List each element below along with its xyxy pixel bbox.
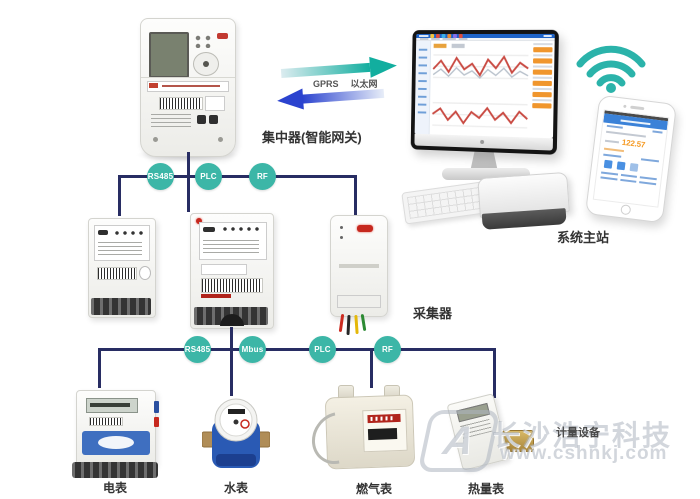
bus2-node-mbus: Mbus [239, 336, 266, 363]
uplink-arrow [280, 56, 397, 79]
concentrator-port1 [197, 115, 206, 124]
collector3-connector [337, 295, 381, 308]
electric-meter [76, 390, 159, 466]
collector3-dot2 [340, 236, 343, 239]
mobile-phone: 122.57 [584, 94, 678, 224]
concentrator-seam [141, 77, 235, 78]
downlink-arrow [277, 88, 385, 110]
electric-meter-label: 电表 [103, 481, 128, 495]
water-meter [202, 398, 270, 468]
metering-devices-label: 计量设备 [556, 427, 600, 439]
server-box [477, 171, 570, 232]
collector3-red-indicator [357, 225, 373, 232]
collector-module [330, 215, 388, 317]
electric-meter-blue-button [154, 401, 159, 413]
wifi-icon [576, 45, 646, 93]
dashboard-charts [430, 40, 532, 139]
concentrator-label-strip [147, 81, 229, 92]
concentrator-label: 集中器(智能网关) [262, 130, 362, 145]
concentrator-red-button [217, 33, 228, 39]
wire-yellow [354, 314, 359, 335]
phone-screen: 122.57 [592, 109, 670, 208]
concentrator-meter-window [205, 96, 225, 111]
bus2-node-plc: PLC [309, 336, 336, 363]
electric-meter-lcd [86, 398, 138, 413]
bus1-drop-right [354, 175, 357, 215]
electric-meter-red-button [154, 417, 159, 427]
gas-meter-lcd [367, 428, 398, 441]
heat-meter [436, 393, 546, 474]
electric-meter-cover [82, 431, 150, 455]
collector2-text [203, 237, 259, 253]
dashboard-chart-svg [430, 43, 532, 138]
collector1-barcode [97, 267, 137, 280]
electric-meter-terminal [72, 462, 158, 478]
collector-label: 采集器 [413, 306, 453, 321]
dashboard-ui [414, 33, 555, 139]
dashboard-sidebar [414, 40, 432, 139]
electric-meter-barcode [89, 417, 123, 426]
heat-meter-text [459, 417, 493, 439]
gprs-label: GPRS [313, 79, 339, 89]
collector1-text [98, 239, 142, 255]
bus1-line [118, 175, 357, 178]
gas-meter-digits [367, 413, 401, 424]
concentrator-text-block [151, 114, 191, 127]
collector2-barcode [201, 278, 263, 293]
heat-meter-label: 热量表 [468, 482, 505, 496]
collector1-terminal [91, 298, 151, 315]
bus1-node-rf: RF [249, 163, 276, 190]
collector2-led [196, 218, 202, 224]
collector-meter-2 [190, 213, 274, 329]
collector2-red-line [201, 294, 231, 298]
collector-meter-1 [88, 218, 156, 318]
monitor-screen [410, 29, 559, 155]
phone-camera [623, 104, 627, 109]
bus2-node-rf: RF [374, 336, 401, 363]
concentrator-screw-right [218, 137, 223, 142]
bus1-feed-concentrator [187, 152, 190, 212]
collector1-leds [113, 230, 145, 236]
bus2-line [98, 348, 496, 351]
ethernet-label: 以太网 [350, 79, 378, 89]
phone-speaker [630, 105, 645, 111]
concentrator-device [140, 18, 236, 157]
link-arrows [277, 56, 397, 110]
bus2-drop-heat [493, 348, 496, 398]
gas-meter [301, 385, 426, 475]
gas-meter-label: 燃气表 [356, 482, 393, 496]
heat-meter-body [446, 393, 510, 471]
concentrator-lcd-screen [149, 32, 189, 78]
concentrator-screw-left [153, 137, 158, 142]
collector3-text-line [339, 264, 379, 268]
gas-meter-panel [362, 408, 408, 453]
link-label: GPRS 以太网 [313, 77, 390, 90]
collector1-button [139, 266, 151, 280]
concentrator-port2 [209, 115, 218, 124]
bus1-node-rs485: RS485 [147, 163, 174, 190]
phone-home-button [620, 204, 632, 216]
concentrator-barcode [159, 97, 203, 110]
collector2-lcd [203, 227, 215, 232]
wire-black [346, 314, 351, 336]
collector1-lcd [98, 230, 108, 235]
bus1-node-plc: PLC [195, 163, 222, 190]
water-meter-label: 水表 [224, 481, 249, 495]
bus2-drop-electric [98, 348, 101, 388]
bus1-drop-left [118, 175, 121, 216]
concentrator-dpad [193, 52, 219, 76]
bus2-drop-gas [370, 348, 373, 388]
dashboard-body [414, 40, 555, 139]
collector2-label-strip [201, 264, 247, 275]
collector3-dot1 [340, 226, 343, 229]
collector2-leds [221, 226, 261, 232]
collector2-arc [220, 314, 244, 326]
master-station-label: 系统主站 [557, 230, 610, 245]
bus2-node-rs485: RS485 [184, 336, 211, 363]
concentrator-buttons [193, 34, 215, 48]
bus2-drop-water [230, 327, 233, 396]
dashboard-action-column [530, 41, 555, 138]
